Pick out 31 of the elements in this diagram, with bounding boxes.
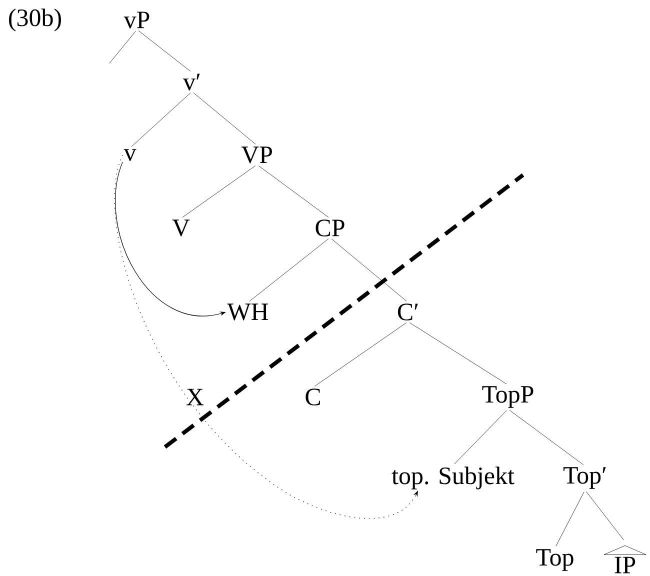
category-label: VP bbox=[240, 146, 274, 164]
tree-branch bbox=[138, 30, 191, 72]
tree-branch bbox=[258, 166, 329, 218]
category-label: V bbox=[170, 218, 192, 238]
tree-branch bbox=[556, 492, 584, 546]
tree-branch bbox=[454, 410, 507, 464]
tree-branch bbox=[331, 238, 407, 302]
category-label: Top′ bbox=[562, 466, 608, 490]
category-label: top. Subjekt bbox=[390, 466, 516, 490]
category-label: vP bbox=[122, 10, 152, 30]
category-label: v bbox=[122, 148, 138, 162]
tree-branch bbox=[182, 166, 256, 218]
tree-branch bbox=[249, 238, 329, 302]
category-label: v′ bbox=[182, 72, 202, 92]
category-label: C bbox=[304, 388, 322, 406]
category-label: CP bbox=[314, 218, 346, 238]
category-label: Top bbox=[534, 548, 576, 572]
category-label: IP bbox=[612, 556, 638, 574]
tree-branch bbox=[586, 491, 624, 540]
category-label: WH bbox=[226, 302, 270, 322]
category-label: TopP bbox=[480, 385, 536, 409]
tree-label: X bbox=[186, 388, 204, 406]
tree-branch bbox=[193, 92, 256, 144]
example-number: (30b) bbox=[9, 8, 61, 32]
tree-branch bbox=[109, 30, 136, 64]
tree-branch bbox=[509, 410, 584, 465]
tree-branch bbox=[131, 92, 191, 147]
category-label: C′ bbox=[396, 302, 420, 322]
movement-arrow bbox=[114, 154, 418, 519]
tree-branch bbox=[410, 322, 507, 384]
tree-branch bbox=[314, 322, 407, 386]
